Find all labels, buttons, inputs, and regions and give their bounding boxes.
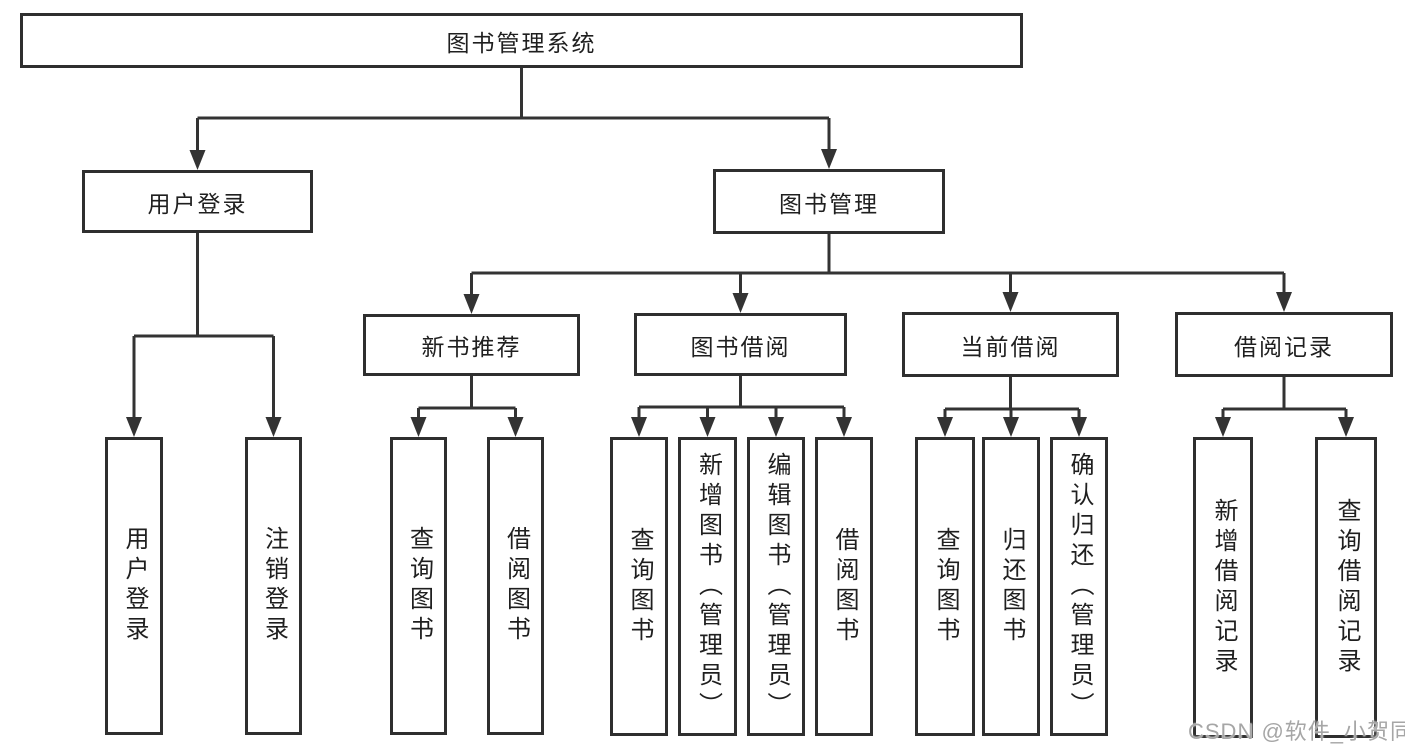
csdn-watermark: CSDN @软件_小贺同学 (1188, 719, 1405, 744)
leaf-current-return-books: 归还图书 (982, 437, 1040, 736)
leaf-user-login: 用户登录 (105, 437, 163, 735)
leaf-borrow-edit-books-admin: 编辑图书（管理员） (747, 437, 805, 736)
node-root: 图书管理系统 (20, 13, 1023, 68)
leaf-borrow-add-books-admin: 新增图书（管理员） (678, 437, 737, 736)
leaf-logout: 注销登录 (245, 437, 302, 735)
leaf-borrow-query-books: 查询图书 (610, 437, 668, 736)
leaf-newbook-query-books: 查询图书 (390, 437, 447, 735)
node-book-management: 图书管理 (713, 169, 945, 234)
arrowheads (126, 149, 1354, 437)
node-new-book-recommend: 新书推荐 (363, 314, 580, 376)
leaf-current-confirm-return-admin: 确认归还（管理员） (1050, 437, 1108, 736)
node-current-borrowing: 当前借阅 (902, 312, 1119, 377)
node-user-login: 用户登录 (82, 170, 313, 233)
leaf-current-query-books: 查询图书 (915, 437, 975, 736)
node-borrow-records: 借阅记录 (1175, 312, 1393, 377)
leaf-newbook-borrow-books: 借阅图书 (487, 437, 544, 735)
leaf-records-query-borrow-record: 查询借阅记录 (1315, 437, 1377, 738)
node-book-borrowing: 图书借阅 (634, 313, 847, 376)
leaf-borrow-borrow-books: 借阅图书 (815, 437, 873, 736)
leaf-records-add-borrow-record: 新增借阅记录 (1193, 437, 1253, 738)
